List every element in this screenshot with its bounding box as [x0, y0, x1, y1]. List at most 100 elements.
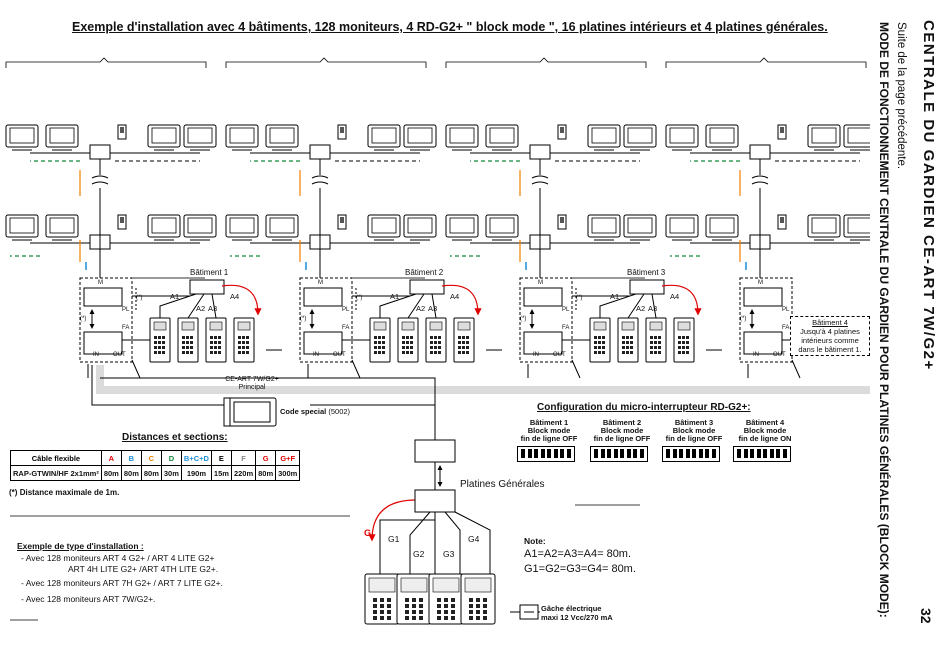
cable-label-a4: A4: [450, 292, 460, 301]
general-panel-key: [437, 616, 441, 620]
door-panel-key: [158, 341, 161, 344]
monitor-screen: [669, 217, 695, 234]
general-panel-key: [469, 604, 473, 608]
door-panel-key: [598, 341, 601, 344]
door-panel-key: [678, 351, 681, 354]
block-label-star: (*): [520, 316, 527, 322]
door-panel-key: [430, 351, 433, 354]
control-group: [739, 277, 793, 363]
riser-break: [751, 175, 769, 185]
dip-caption-line: fin de ligne OFF: [665, 434, 723, 443]
door-panel-key: [594, 351, 597, 354]
block-label-m: M: [98, 280, 103, 286]
general-label: Platines Générales: [460, 479, 545, 490]
monitor-screen: [847, 217, 870, 234]
general-panel-key: [373, 610, 377, 614]
general-panel-key: [437, 598, 441, 602]
riser-break: [531, 175, 549, 185]
general-panel-key: [469, 616, 473, 620]
wire-a2: [627, 293, 645, 319]
code-special: Code special (5002): [280, 407, 350, 416]
handset-icon-body: [780, 127, 784, 133]
door-panel-key: [378, 336, 381, 339]
monitor-screen: [371, 217, 397, 234]
block-label-star: (*): [136, 295, 143, 301]
door-panel-key: [246, 346, 249, 349]
general-panel-key: [405, 604, 409, 608]
door-panel-key: [154, 336, 157, 339]
general-panel-key: [483, 616, 487, 620]
door-panel-key: [410, 351, 413, 354]
distances-header-cell: C: [140, 450, 162, 466]
door-panel-key: [682, 336, 685, 339]
door-panel-key: [374, 346, 377, 349]
block-label-m: M: [318, 280, 323, 286]
door-panel-key: [650, 341, 653, 344]
installation-item: - Avec 128 moniteurs ART 4 G2+ / ART 4 L…: [21, 553, 215, 563]
general-panel-key: [412, 598, 416, 602]
door-panel-key: [594, 336, 597, 339]
general-panel-key: [387, 616, 391, 620]
power-supply-m: [743, 287, 783, 307]
block-label-m: M: [758, 280, 763, 286]
block-label-star: (*): [576, 295, 583, 301]
cable-label-a2: A2: [196, 304, 206, 313]
door-panel-key: [218, 351, 221, 354]
control-group: [299, 277, 353, 363]
general-panel-camera: [368, 577, 396, 593]
distances-value-cell: 80m: [140, 465, 162, 481]
code-value: (5002): [328, 407, 351, 416]
door-panel-camera: [181, 321, 195, 331]
door-panel-key: [218, 336, 221, 339]
page-number: 32: [918, 608, 934, 624]
gache-line-2: maxi 12 Vcc/270 mA: [541, 613, 613, 622]
general-panel-key: [373, 604, 377, 608]
dip-switch-lever: [566, 449, 571, 458]
block-label-star: (*): [356, 295, 363, 301]
door-panel-key: [458, 336, 461, 339]
monitor-screen: [9, 217, 35, 234]
door-panel-key: [458, 346, 461, 349]
cable-label-a4: A4: [670, 292, 680, 301]
door-panel-key: [158, 346, 161, 349]
principal-role: Principal: [238, 384, 266, 391]
distances-value-cell: 300m: [275, 465, 301, 481]
distances-header-cell: G+F: [275, 450, 301, 466]
block-label-out: OUT: [553, 352, 566, 358]
dip-switch-lever: [679, 449, 683, 458]
door-panel-key: [458, 341, 461, 344]
door-panel-key: [182, 351, 185, 354]
monitor-screen: [49, 127, 75, 144]
door-panel-key: [622, 341, 625, 344]
door-panel-key: [210, 346, 213, 349]
block-label-pl: PL: [782, 307, 790, 313]
door-panel-key: [658, 336, 661, 339]
door-panel-key: [402, 336, 405, 339]
door-panel-key: [374, 336, 377, 339]
general-panel-key: [405, 610, 409, 614]
distances-footnote: (*) Distance maximale de 1m.: [9, 488, 119, 497]
dip-switch-lever: [547, 449, 551, 458]
door-panel-key: [658, 346, 661, 349]
note-line-2: G1=G2=G3=G4= 80m.: [524, 563, 636, 575]
dip-caption-line: Bâtiment 4: [745, 418, 785, 427]
block-label-star: (*): [300, 316, 307, 322]
general-panel-key: [476, 610, 480, 614]
general-panel-key: [380, 604, 384, 608]
door-panel-key: [678, 346, 681, 349]
power-supply-m: [523, 287, 563, 307]
building-4-note-line: dans le bâtiment 1.: [798, 345, 862, 354]
monitor-screen: [49, 217, 75, 234]
door-panel-key: [154, 351, 157, 354]
dip-switch-lever: [666, 449, 670, 458]
door-panel-key: [162, 336, 165, 339]
distances-value-cell: 80m: [120, 465, 142, 481]
block-label-star: (*): [80, 316, 87, 322]
general-panel-key: [387, 610, 391, 614]
general-panel-key: [419, 598, 423, 602]
door-panel-key: [466, 346, 469, 349]
door-panel-key: [378, 341, 381, 344]
wire-a3: [431, 293, 437, 319]
door-panel-key: [382, 346, 385, 349]
door-panel-key: [630, 341, 633, 344]
